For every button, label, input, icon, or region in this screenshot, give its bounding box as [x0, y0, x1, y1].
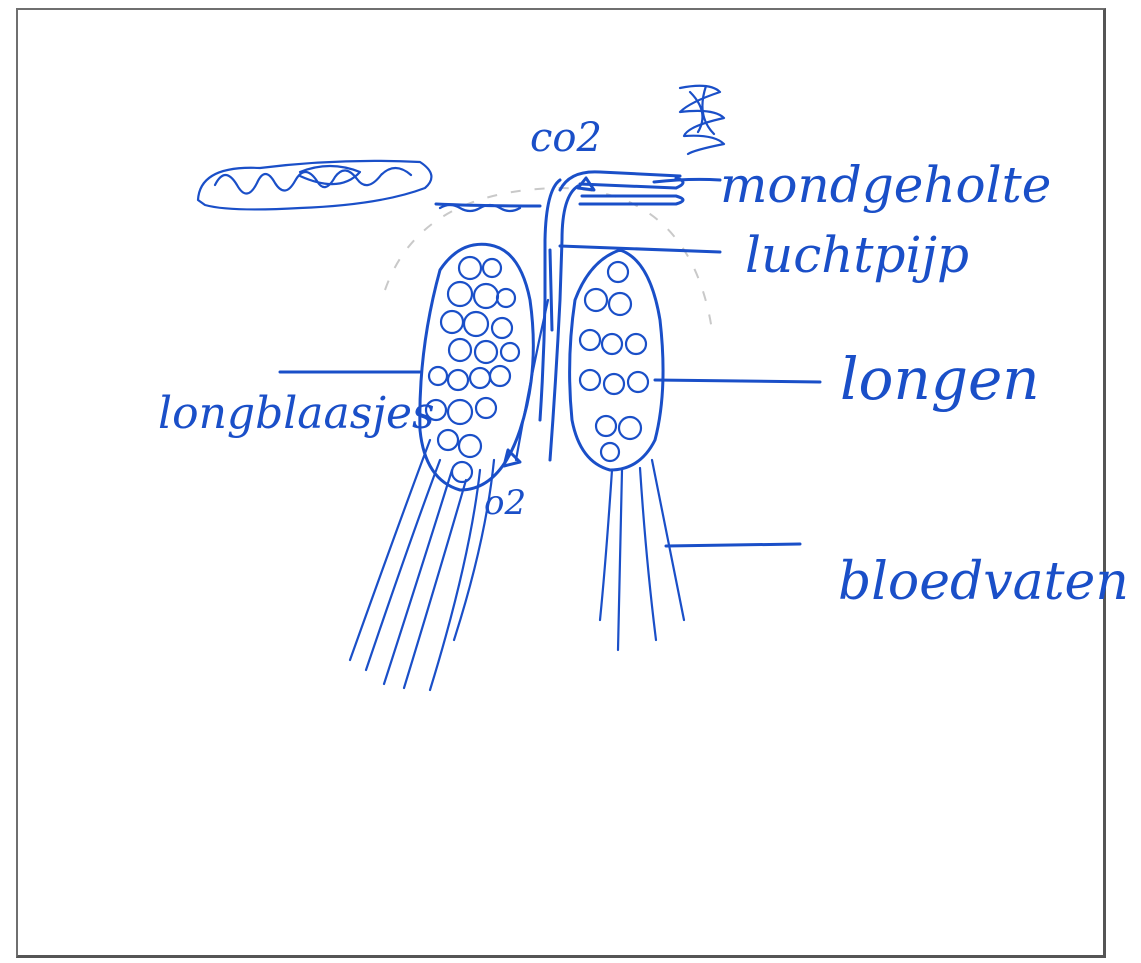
left-blood-vessels [350, 440, 494, 690]
pointer-lines [280, 179, 820, 546]
trachea [516, 180, 578, 460]
label-mondgeholte: mondgeholte [720, 160, 1051, 210]
label-co2: co2 [530, 118, 602, 158]
right-lung-alveoli [580, 262, 648, 461]
right-blood-vessels [600, 460, 684, 650]
pointer-longen [655, 380, 820, 382]
mouth-cavity [436, 172, 683, 211]
label-bloedvaten: bloedvaten [838, 556, 1129, 608]
label-luchtpijp: luchtpijp [745, 230, 969, 280]
label-longblaasjes: longblaasjes [158, 392, 435, 436]
left-lung-alveoli [426, 257, 519, 482]
right-lung [570, 250, 663, 470]
pointer-bloedvaten [666, 544, 800, 546]
pointer-mondgeholte [654, 179, 720, 182]
pointer-luchtpijp [560, 246, 720, 252]
crossed-out-word [198, 161, 431, 210]
scribble-mark [680, 86, 724, 154]
label-o2: o2 [484, 486, 526, 520]
label-longen: longen [840, 350, 1040, 408]
